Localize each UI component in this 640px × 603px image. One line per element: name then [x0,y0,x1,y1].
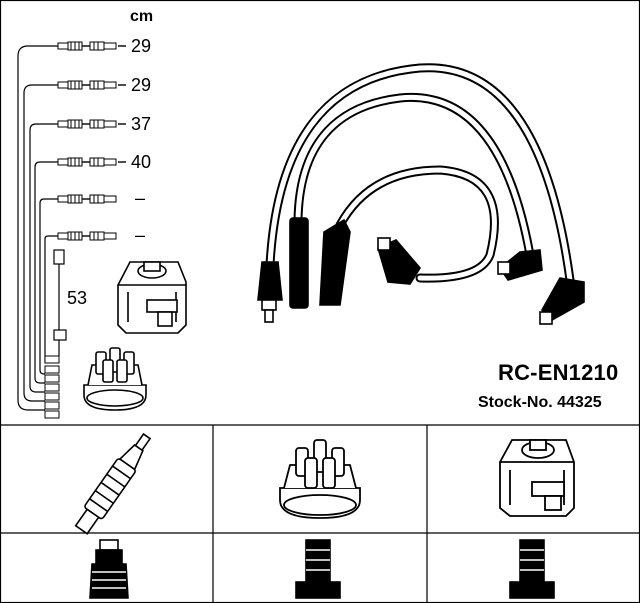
spark-plug-icon [74,432,152,535]
ignition-coil-icon [117,261,187,334]
lead-connectors [57,41,117,241]
ignition-coil-large-icon [499,439,575,517]
coil-terminal-icon [509,539,555,599]
stock-number: Stock-No. 44325 [478,394,602,411]
plug-boot-icon [89,539,129,599]
wire-length-3: 37 [131,114,152,134]
side-lead-53 [53,249,67,356]
wire-length-1: 29 [131,36,152,56]
wire-length-5: – [135,188,146,208]
wire-length-2: 29 [131,75,152,95]
lead-schematic [17,45,60,411]
distributor-cap-small-icon [83,347,147,411]
distributor-cap-icon [279,439,361,519]
cable-boots [257,217,585,325]
wire-length-6: – [135,225,146,245]
wire-length-4: 40 [131,152,152,172]
unit-label: cm [130,8,154,25]
lead-end-terminals [44,355,60,419]
part-number: RC-EN1210 [498,360,619,385]
side-length: 53 [67,288,88,308]
cap-terminal-icon [295,539,341,599]
ignition-cables [265,63,575,285]
